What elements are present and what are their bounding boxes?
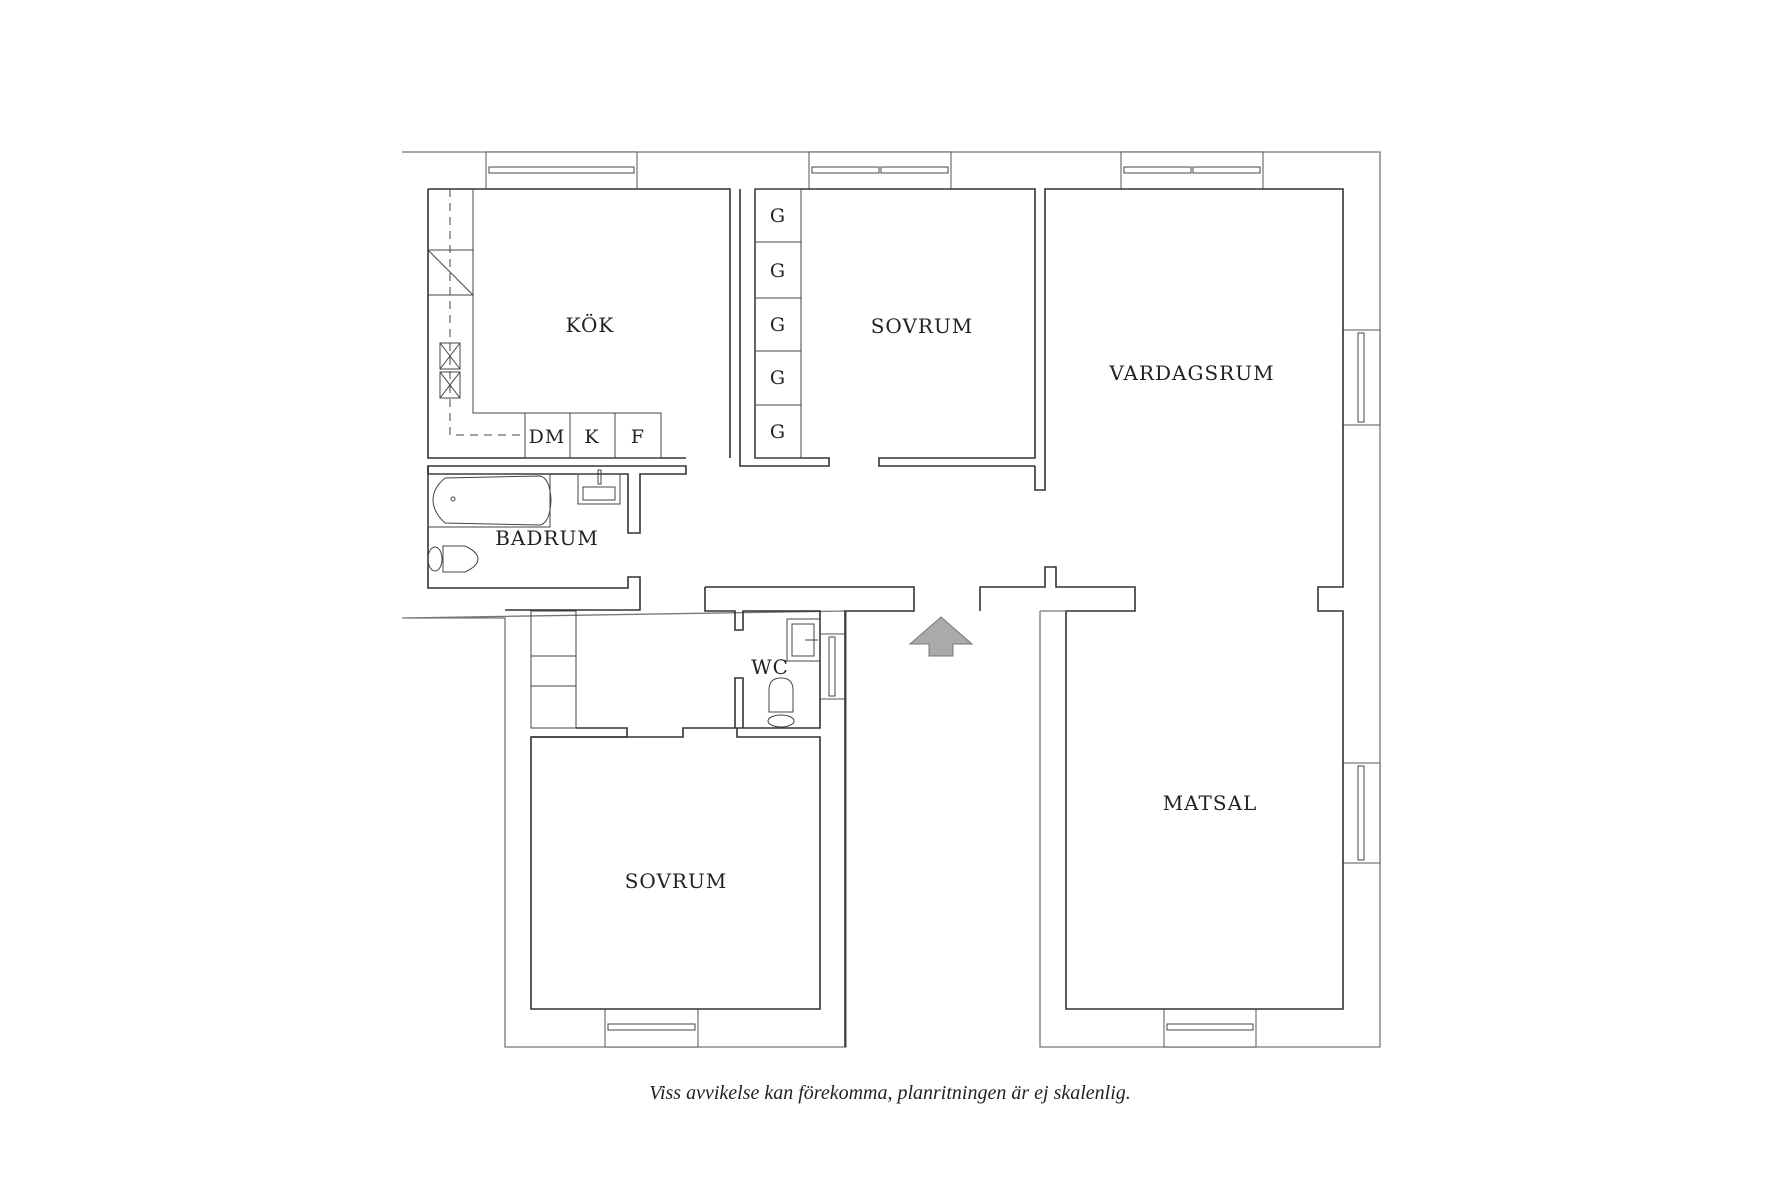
window-wc (819, 633, 846, 700)
room-label-vardagsrum: VARDAGSRUM (1108, 361, 1274, 385)
entrance-arrow-icon (908, 616, 974, 657)
room-label-sovrum-bottom: SOVRUM (625, 869, 728, 893)
bathroom-walls (427, 465, 687, 534)
bathtub-icon (427, 473, 552, 528)
toilet-icon (427, 545, 479, 573)
wardrobe-column (754, 188, 802, 459)
living-room-walls (979, 188, 1344, 1010)
stove-icon (439, 342, 461, 399)
wardrobe-label: G (770, 421, 786, 443)
room-label-badrum: BADRUM (495, 526, 599, 550)
window-dining-right (1342, 762, 1381, 864)
wardrobe-label: G (770, 260, 786, 282)
room-label-matsal: MATSAL (1163, 791, 1258, 815)
hall-walls (530, 586, 915, 1047)
closet-stack (530, 610, 628, 738)
window-kitchen (485, 151, 638, 190)
appliance-row (524, 412, 662, 459)
wc-sink-icon (786, 618, 821, 662)
room-label-kok: KÖK (566, 312, 615, 337)
window-bedroom-bottom (604, 1008, 699, 1048)
sink-icon (577, 469, 621, 505)
appliance-dishwasher: DM (529, 426, 566, 448)
window-living-right (1342, 329, 1381, 426)
wc-toilet-icon (767, 677, 795, 728)
room-label-wc: WC (751, 655, 789, 679)
appliance-freezer: F (631, 426, 645, 448)
wardrobe-label: G (770, 205, 786, 227)
window-dining-bottom (1163, 1008, 1257, 1048)
window-living-top (1120, 151, 1264, 190)
wardrobe-label: G (770, 314, 786, 336)
disclaimer-caption: Viss avvikelse kan förekomma, planritnin… (649, 1082, 1131, 1104)
wardrobe-label: G (770, 367, 786, 389)
room-label-sovrum-top: SOVRUM (871, 314, 974, 338)
appliance-fridge: K (584, 426, 599, 448)
outer-wall (401, 151, 1381, 1048)
window-bedroom-top (808, 151, 952, 190)
